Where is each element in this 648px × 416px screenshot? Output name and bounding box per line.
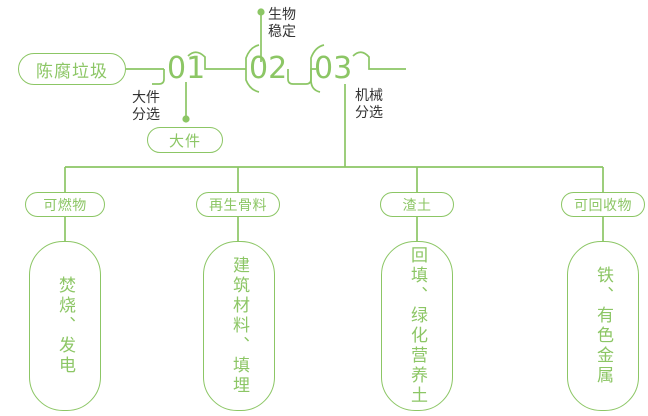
stage-label-02-line2: 稳定 bbox=[268, 23, 296, 39]
destination-box-2[interactable]: 建筑材料、填埋 bbox=[203, 241, 275, 411]
stage-label-01-line1: 大件 bbox=[132, 89, 160, 105]
category-pill-3[interactable]: 渣土 bbox=[380, 192, 454, 217]
destination-text-3: 回填、绿化营养土 bbox=[408, 246, 427, 406]
stage-label-03-line1: 机械 bbox=[355, 87, 383, 103]
stage-label-02: 生物 稳定 bbox=[268, 6, 296, 40]
destination-box-4[interactable]: 铁、有色金属 bbox=[567, 241, 639, 411]
stage-label-02-line1: 生物 bbox=[268, 6, 296, 22]
endpoint-dot-bio bbox=[257, 8, 265, 16]
category-pill-4[interactable]: 可回收物 bbox=[561, 192, 645, 217]
stage-label-01-line2: 分选 bbox=[132, 106, 160, 122]
stage-label-03-line2: 分选 bbox=[355, 104, 383, 120]
output-pill-bulky[interactable]: 大件 bbox=[147, 127, 223, 153]
destination-box-1[interactable]: 焚烧、发电 bbox=[29, 241, 101, 411]
category-pill-2[interactable]: 再生骨料 bbox=[196, 192, 280, 217]
destination-text-2: 建筑材料、填埋 bbox=[230, 256, 249, 396]
stage-label-01: 大件 分选 bbox=[132, 89, 160, 123]
stage-numeral-03[interactable]: 03 bbox=[314, 51, 353, 86]
destination-text-4: 铁、有色金属 bbox=[594, 266, 613, 386]
category-pill-1[interactable]: 可燃物 bbox=[25, 192, 105, 217]
source-pill[interactable]: 陈腐垃圾 bbox=[18, 53, 126, 85]
wire-03-tail bbox=[352, 51, 406, 70]
destination-box-3[interactable]: 回填、绿化营养土 bbox=[381, 241, 453, 411]
endpoint-dot-bulky bbox=[182, 115, 190, 123]
destination-text-1: 焚烧、发电 bbox=[56, 276, 75, 376]
wire-02-to-03 bbox=[287, 68, 316, 85]
stage-numeral-01[interactable]: 01 bbox=[167, 51, 206, 86]
wire-01-left-hook bbox=[152, 69, 165, 85]
stage-numeral-02[interactable]: 02 bbox=[249, 51, 288, 86]
stage-label-03: 机械 分选 bbox=[355, 87, 383, 121]
